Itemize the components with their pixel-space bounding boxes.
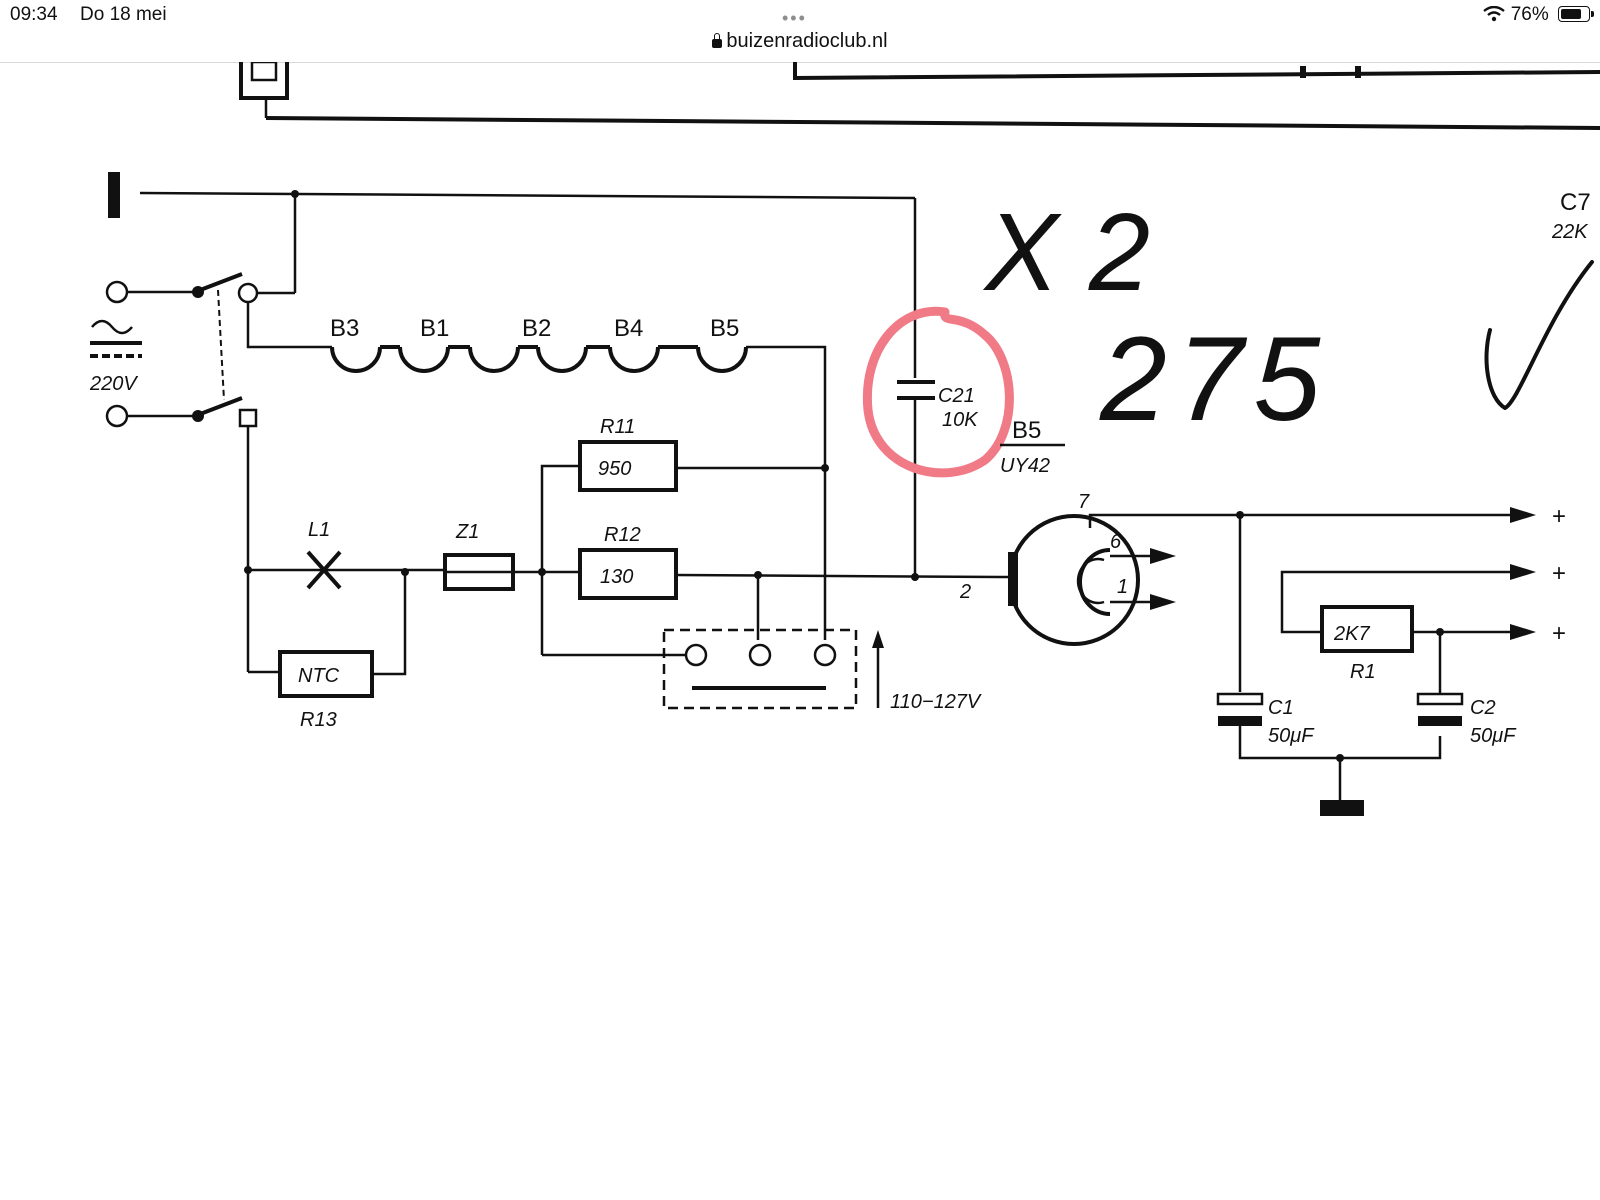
voltage-selector: 110−127V (542, 628, 982, 713)
ground-symbol (1320, 800, 1364, 816)
left-branch: L1 Z1 NTC R13 (244, 426, 580, 731)
tube-pin-7: 7 (1078, 491, 1090, 513)
filament-label-b1: B1 (420, 315, 449, 342)
tube-pin-2: 2 (959, 581, 971, 603)
c2-value: 50μF (1470, 725, 1517, 747)
c7-value: 22K (1551, 221, 1589, 243)
status-time: 09:34 (10, 4, 58, 25)
filament-label-b3: B3 (330, 315, 359, 342)
lamp-label: L1 (308, 519, 330, 541)
tube-pin-6: 6 (1110, 531, 1122, 553)
output-filter: C1 50μF 2K7 R1 C2 50μF + + + C7 22K (1216, 189, 1591, 816)
r1-value: 2K7 (1333, 623, 1370, 645)
lock-icon (712, 33, 723, 48)
c21-label: C21 (938, 385, 975, 407)
output-plus-3: + (1552, 620, 1566, 647)
capacitor-c21: C21 10K (862, 198, 1014, 581)
status-date: Do 18 mei (80, 4, 167, 25)
filament-label-b5: B5 (710, 315, 739, 342)
ntc-value: NTC (298, 665, 340, 687)
c21-value: 10K (942, 409, 979, 431)
mains-voltage-label: 220V (89, 373, 138, 395)
output-plus-2: + (1552, 560, 1566, 587)
c1-value: 50μF (1268, 725, 1315, 747)
resistor-network: 950 R11 130 R12 (538, 416, 1001, 655)
chassis-terminal (108, 172, 120, 218)
c1-label: C1 (1268, 697, 1294, 719)
tube-pin-1: 1 (1117, 576, 1128, 598)
wifi-icon (1483, 6, 1506, 22)
rectifier-tube: B5 UY42 2 7 6 1 (959, 417, 1530, 646)
tube-type-label: UY42 (1000, 455, 1050, 477)
top-partial-circuit (239, 62, 1600, 130)
r12-value: 130 (600, 566, 633, 588)
c7-label: C7 (1560, 189, 1591, 216)
selector-label: 110−127V (890, 691, 982, 713)
battery-icon (1558, 6, 1594, 22)
r1-label: R1 (1350, 661, 1376, 683)
filament-label-b2: B2 (522, 315, 551, 342)
schematic-diagram: 220V B3 B1 B2 B4 B5 L1 Z1 NTC R13 950 (89, 62, 1600, 816)
check-icon (1484, 260, 1594, 410)
handwritten-annotations: X 2 275 (982, 191, 1594, 446)
r11-value: 950 (598, 458, 631, 480)
url-text: buizenradioclub.nl (726, 30, 888, 52)
battery-percentage: 76% (1510, 4, 1549, 25)
ntc-label: R13 (300, 709, 337, 731)
battery-fill (1561, 9, 1582, 19)
highlight-circle (862, 306, 1014, 478)
status-bar: 09:34 Do 18 mei ••• buizenradioclub.nl 7… (0, 0, 1600, 63)
status-right: 76% (1483, 4, 1594, 26)
filament-label-b4: B4 (614, 315, 643, 342)
handwritten-x2: X 2 (982, 191, 1150, 314)
address-bar[interactable]: buizenradioclub.nl (0, 30, 1600, 53)
mains-input: 220V (89, 172, 916, 428)
fuse-label: Z1 (455, 521, 479, 543)
tube-label: B5 (1012, 417, 1041, 444)
r12-label: R12 (604, 524, 641, 546)
more-dots-icon[interactable]: ••• (782, 8, 807, 28)
output-plus-1: + (1552, 503, 1566, 530)
r11-label: R11 (600, 416, 635, 438)
handwritten-275: 275 (1099, 312, 1330, 446)
filament-chain: B3 B1 B2 B4 B5 (246, 302, 827, 640)
c2-label: C2 (1470, 697, 1496, 719)
